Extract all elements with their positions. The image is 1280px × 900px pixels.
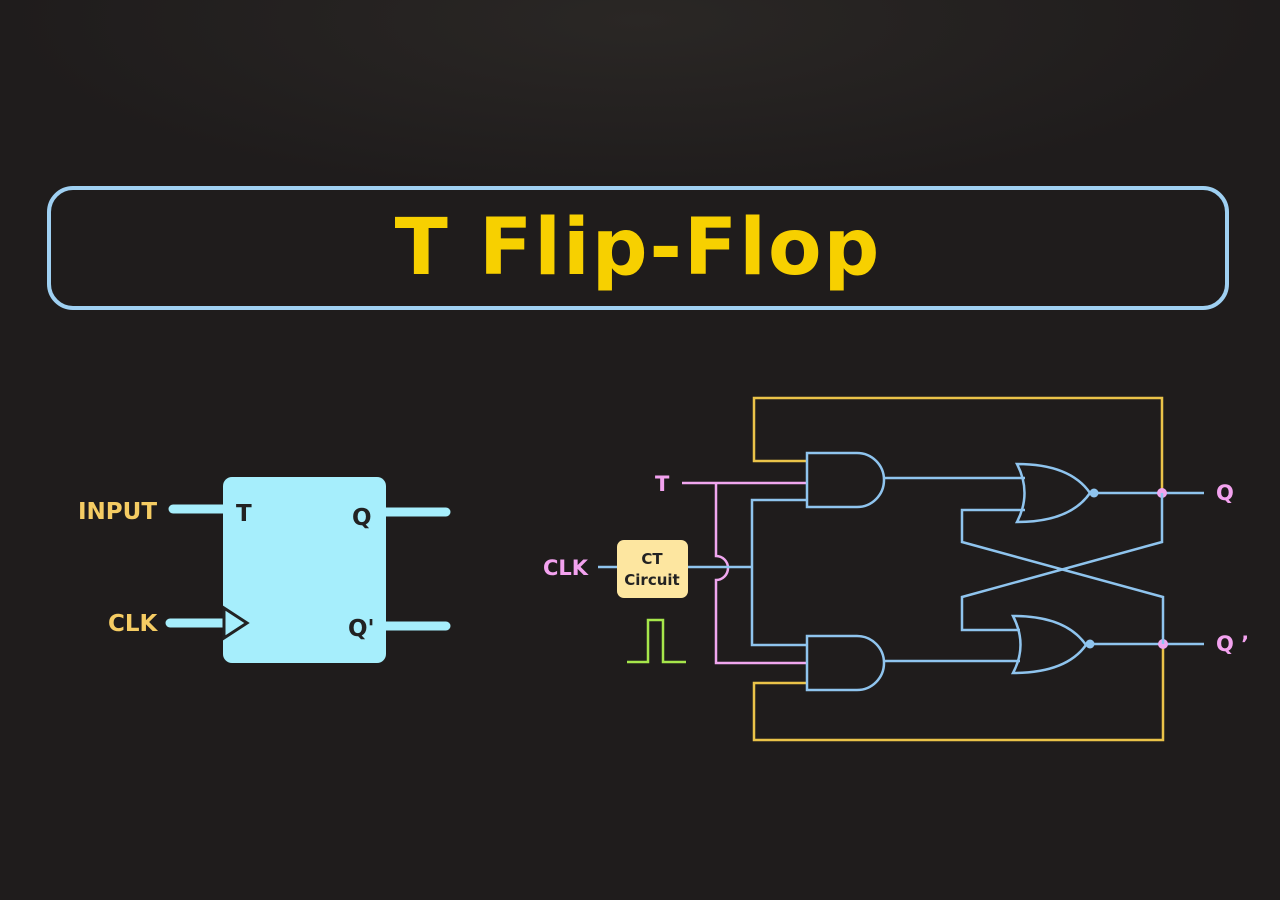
t-input-wire-lower [714,483,808,665]
cross-feedback-q [960,493,1164,632]
pin-q-label: Q [352,505,372,531]
clk-distribution-wire [750,498,808,647]
nor-bottom-bubble [1085,639,1095,649]
ct-line2-label: Circuit [624,571,679,589]
input-label: INPUT [78,499,157,525]
nor-gate-top [1014,462,1092,524]
circuit-qbar-label: Q ’ [1216,632,1249,656]
title-banner: T Flip-Flop [47,186,1229,310]
feedback-wire-top [752,396,1164,492]
tff-block-symbol: INPUT CLK T Q Q' [78,477,451,663]
cross-feedback-qbar [960,508,1165,644]
circuit-t-label: T [655,472,670,496]
page-title: T Flip-Flop [394,203,882,293]
circuit-clk-label: CLK [543,556,589,580]
nor-gate-bottom [1010,614,1088,675]
ct-circuit-box [617,540,688,598]
clock-pulse-icon [627,618,686,664]
pin-qbar-label: Q' [348,616,375,642]
circuit-q-label: Q [1216,481,1234,505]
ct-line1-label: CT [641,550,663,568]
tff-circuit: CT Circuit T CLK Q Q ’ [543,396,1249,742]
and-gate-bottom [805,634,886,692]
tff-block [223,477,386,663]
clk-label: CLK [108,611,159,637]
and-gate-top [805,451,886,509]
nor-top-bubble [1089,488,1099,498]
pin-t-label: T [236,501,252,527]
feedback-wire-bottom [752,644,1165,742]
clock-triangle-icon [222,605,250,641]
background-glow [0,0,1280,200]
